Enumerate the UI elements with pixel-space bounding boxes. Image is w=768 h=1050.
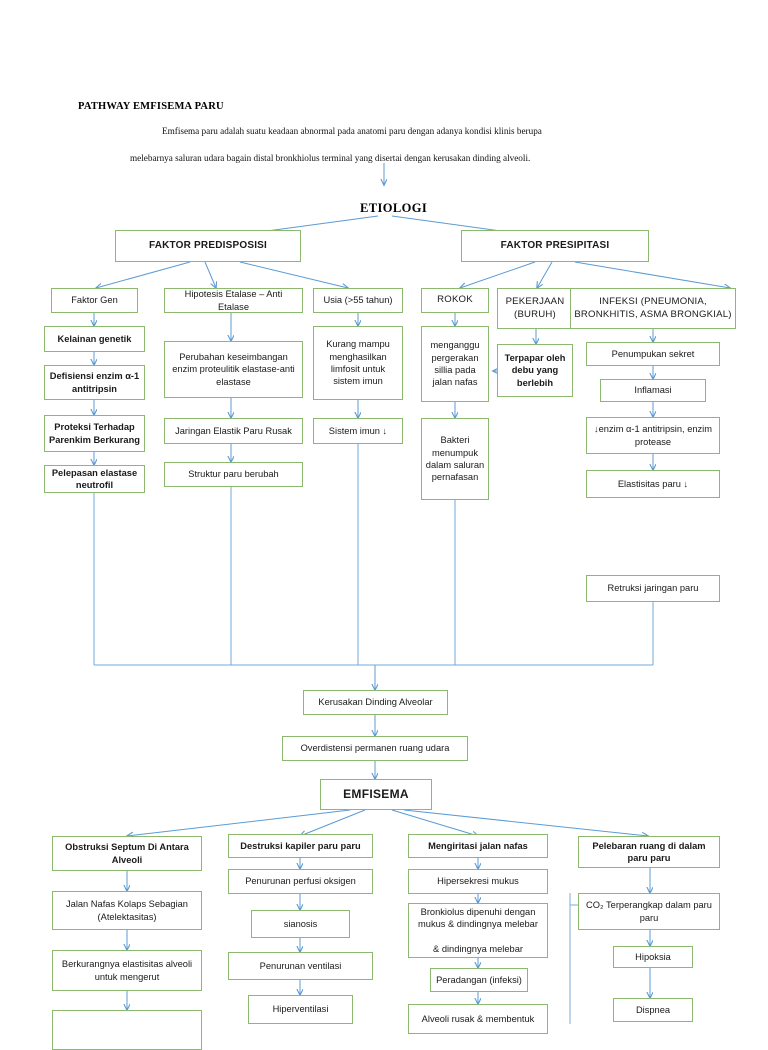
- node-hipersekresi-mukus[interactable]: Hipersekresi mukus: [408, 869, 548, 894]
- node-inflamasi[interactable]: Inflamasi: [600, 379, 706, 402]
- node-bakteri-menumpuk[interactable]: Bakteri menumpuk dalam saluran pernafasa…: [421, 418, 489, 500]
- node-destruksi-kapiler[interactable]: Destruksi kapiler paru paru: [228, 834, 373, 858]
- node-rokok[interactable]: ROKOK: [421, 288, 489, 313]
- etiologi-label: ETIOLOGI: [360, 201, 428, 215]
- node-sistem-imun-turun[interactable]: Sistem imun ↓: [313, 418, 403, 444]
- node-sianosis[interactable]: sianosis: [251, 910, 350, 938]
- pathway-diagram-canvas: PATHWAY EMFISEMA PARU Emfisema paru adal…: [44, 101, 736, 1050]
- page-title: PATHWAY EMFISEMA PARU: [78, 101, 224, 112]
- node-co2-terperangkap[interactable]: CO₂ Terperangkap dalam paru paru: [578, 893, 720, 930]
- node-defisiensi-antitripsin[interactable]: Defisiensi enzim α-1 antitripsin: [44, 365, 145, 400]
- node-pelebaran-ruang[interactable]: Pelebaran ruang di dalam paru paru: [578, 836, 720, 868]
- node-perubahan-keseimbangan[interactable]: Perubahan keseimbangan enzim proteulitik…: [164, 341, 303, 398]
- node-faktor-gen[interactable]: Faktor Gen: [51, 288, 138, 313]
- node-emfisema[interactable]: EMFISEMA: [320, 779, 432, 810]
- node-usia[interactable]: Usia (>55 tahun): [313, 288, 403, 313]
- intro-line-1: Emfisema paru adalah suatu keadaan abnor…: [162, 126, 542, 136]
- node-peradangan-infeksi[interactable]: Peradangan (infeksi): [430, 968, 528, 992]
- node-penurunan-ventilasi[interactable]: Penurunan ventilasi: [228, 952, 373, 980]
- node-infeksi[interactable]: INFEKSI (PNEUMONIA, BRONKHITIS, ASMA BRO…: [570, 288, 736, 329]
- node-hiperventilasi[interactable]: Hiperventilasi: [248, 995, 353, 1024]
- node-faktor-presipitasi[interactable]: FAKTOR PRESIPITASI: [461, 230, 649, 262]
- node-penurunan-perfusi[interactable]: Penurunan perfusi oksigen: [228, 869, 373, 894]
- node-bronkiolus-mukus[interactable]: Bronkiolus dipenuhi dengan mukus & dindi…: [408, 903, 548, 958]
- node-penurunan-enzim[interactable]: ↓enzim α-1 antitripsin, enzim protease: [586, 417, 720, 454]
- node-kelainan-genetik[interactable]: Kelainan genetik: [44, 326, 145, 352]
- node-retruksi-jaringan[interactable]: Retruksi jaringan paru: [586, 575, 720, 602]
- node-hipoksia[interactable]: Hipoksia: [613, 946, 693, 968]
- intro-line-2: melebarnya saluran udara bagain distal b…: [130, 153, 531, 163]
- node-proteksi-parenkim[interactable]: Proteksi Terhadap Parenkim Berkurang: [44, 415, 145, 452]
- node-alveoli-rusak[interactable]: Alveoli rusak & membentuk: [408, 1004, 548, 1034]
- node-jalan-nafas-kolaps[interactable]: Jalan Nafas Kolaps Sebagian (Atelektasit…: [52, 891, 202, 930]
- node-faktor-predisposisi[interactable]: FAKTOR PREDISPOSISI: [115, 230, 301, 262]
- node-obstruksi-septum[interactable]: Obstruksi Septum Di Antara Alveoli: [52, 836, 202, 871]
- node-dispnea[interactable]: Dispnea: [613, 998, 693, 1022]
- node-menganggu-sillia[interactable]: menganggu pergerakan sillia pada jalan n…: [421, 326, 489, 402]
- node-terpapar-debu[interactable]: Terpapar oleh debu yang berlebih: [497, 344, 573, 397]
- node-penumpukan-sekret[interactable]: Penumpukan sekret: [586, 342, 720, 366]
- node-kurang-limfosit[interactable]: Kurang mampu menghasilkan limfosit untuk…: [313, 326, 403, 400]
- node-kerusakan-dinding-alveolar[interactable]: Kerusakan Dinding Alveolar: [303, 690, 448, 715]
- node-struktur-paru-berubah[interactable]: Struktur paru berubah: [164, 462, 303, 487]
- node-obstruksi-next[interactable]: [52, 1010, 202, 1050]
- node-mengiritasi-jalan-nafas[interactable]: Mengiritasi jalan nafas: [408, 834, 548, 858]
- node-overdistensi[interactable]: Overdistensi permanen ruang udara: [282, 736, 468, 761]
- node-hipotesis-etalase[interactable]: Hipotesis Etalase – Anti Etalase: [164, 288, 303, 313]
- node-jaringan-elastik-rusak[interactable]: Jaringan Elastik Paru Rusak: [164, 418, 303, 444]
- node-pekerjaan-buruh[interactable]: PEKERJAAN (BURUH): [497, 288, 573, 329]
- node-berkurangnya-elastisitas[interactable]: Berkurangnya elastisitas alveoli untuk m…: [52, 950, 202, 991]
- node-elastisitas-paru-turun[interactable]: Elastisitas paru ↓: [586, 470, 720, 498]
- node-pelepasan-elastase[interactable]: Pelepasan elastase neutrofil: [44, 465, 145, 493]
